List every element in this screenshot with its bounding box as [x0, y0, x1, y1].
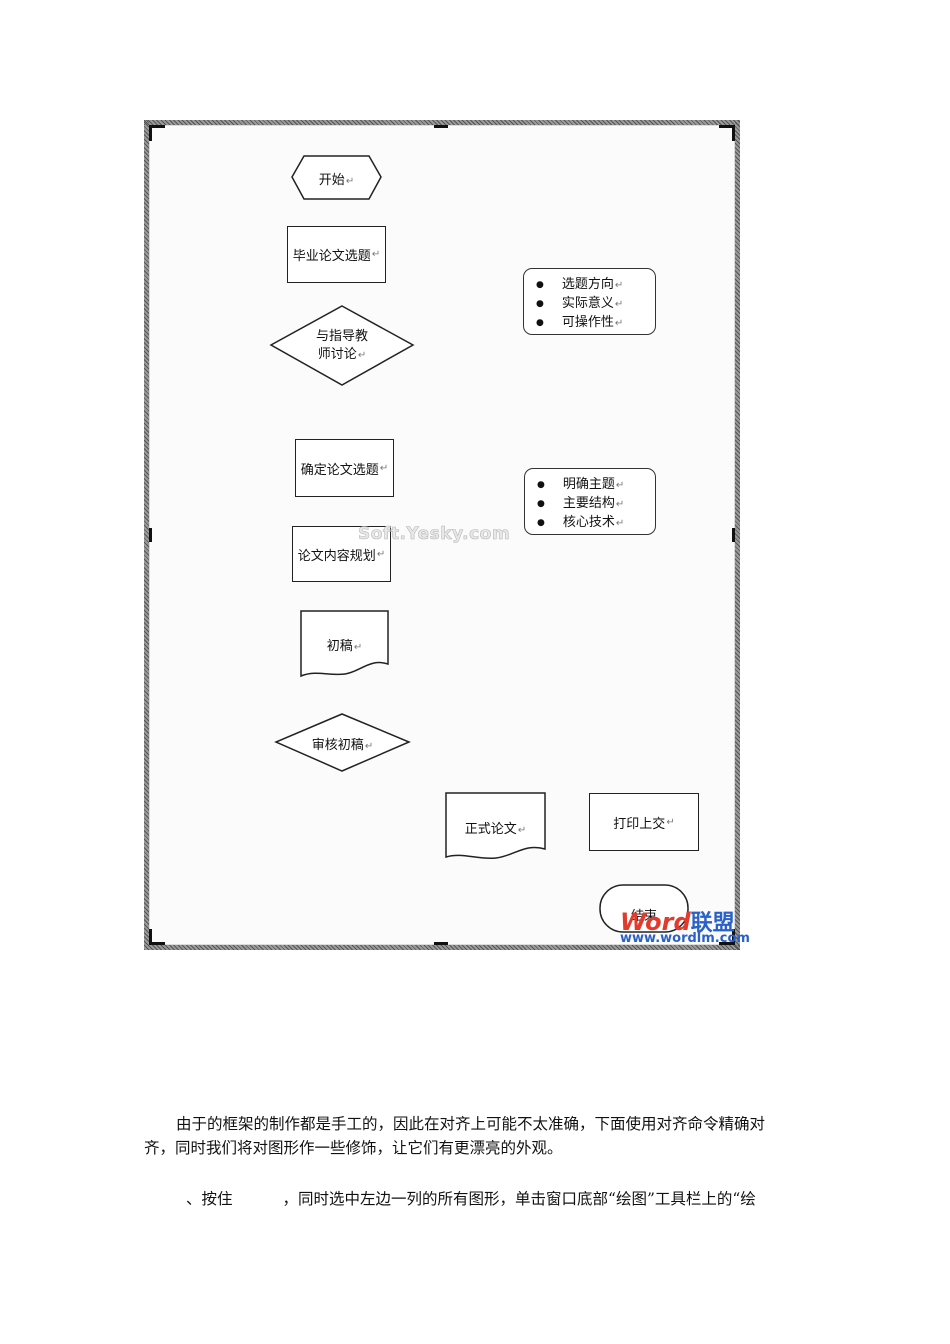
canvas-handle-tl-v[interactable]	[149, 125, 152, 141]
canvas-handle-br[interactable]	[719, 942, 735, 945]
canvas-handle-bl[interactable]	[149, 942, 165, 945]
formal-paper-label: 正式论文↵	[464, 822, 527, 837]
discuss-label: 与指导教 师讨论↵	[315, 329, 368, 362]
paragraph-step: 、按住，同时选中左边一列的所有图形，单击窗口底部“绘图”工具栏上的“绘	[186, 1190, 756, 1208]
topic-notes-box: 选题方向↵ 实际意义↵ 可操作性↵	[523, 268, 656, 335]
draft-document-shape	[300, 610, 389, 678]
content-notes-box: 明确主题↵ 主要结构↵ 核心技术↵	[524, 468, 656, 535]
start-label: 开始↵	[318, 173, 355, 188]
canvas-handle-bottom-mid[interactable]	[434, 942, 448, 945]
formal-paper-document-shape	[445, 792, 546, 860]
canvas-handle-tl[interactable]	[149, 125, 165, 128]
topic-note-item: 选题方向↵	[536, 275, 655, 294]
wordlm-url: www.wordlm.com	[620, 931, 750, 946]
content-plan-box: 论文内容规划↵	[292, 526, 391, 582]
review-label: 审核初稿↵	[311, 738, 374, 753]
canvas-handle-top-mid[interactable]	[434, 125, 448, 128]
start-hexagon	[291, 155, 382, 200]
draft-label: 初稿↵	[326, 639, 363, 654]
end-terminator	[599, 884, 689, 933]
canvas-handle-br-v[interactable]	[732, 929, 735, 945]
content-note-item: 核心技术↵	[537, 513, 655, 532]
review-diamond	[274, 713, 411, 772]
canvas-handle-bl-v[interactable]	[149, 929, 152, 945]
flowchart-shapes	[269, 155, 689, 933]
topic-note-item: 可操作性↵	[536, 313, 655, 332]
end-label: 结束	[630, 909, 657, 924]
canvas-handle-tr-v[interactable]	[732, 125, 735, 141]
confirm-topic-box: 确定论文选题↵	[295, 439, 394, 497]
canvas-handle-left-mid[interactable]	[149, 528, 152, 542]
topic-selection-label: 毕业论文选题	[292, 249, 371, 264]
canvas-handle-right-mid[interactable]	[732, 528, 735, 542]
yesky-watermark: Soft.Yesky.com	[358, 524, 511, 545]
wordlm-logo: Word联盟	[620, 908, 735, 936]
topic-note-item: 实际意义↵	[536, 294, 655, 313]
print-submit-box: 打印上交↵	[589, 793, 699, 851]
content-note-item: 明确主题↵	[537, 475, 655, 494]
canvas-handle-tr[interactable]	[719, 125, 735, 128]
content-note-item: 主要结构↵	[537, 494, 655, 513]
paragraph-alignment-intro: 由于的框架的制作都是手工的，因此在对齐上可能不太准确，下面使用对齐命令精确对 齐…	[144, 1115, 766, 1157]
topic-selection-box: 毕业论文选题↵	[287, 226, 386, 283]
discuss-diamond	[269, 305, 415, 386]
